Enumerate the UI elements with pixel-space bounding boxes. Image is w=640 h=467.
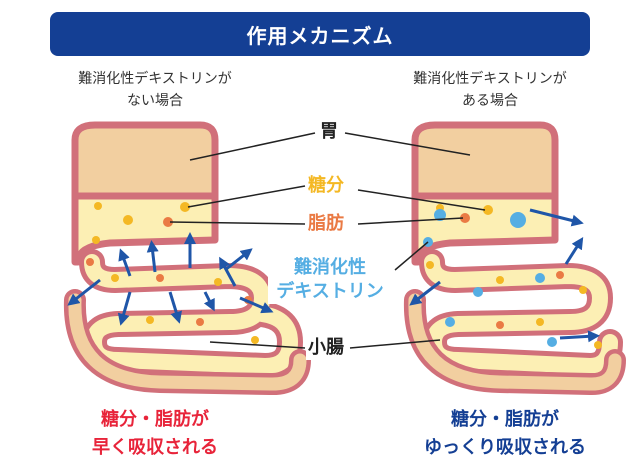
- intestine-leader-left: [209, 341, 306, 349]
- sugar-leader-right: [357, 189, 486, 211]
- sugar-dot: [594, 341, 602, 349]
- right-organ: [403, 121, 626, 395]
- left-particles: [86, 202, 259, 344]
- absorption-arrow: [409, 280, 441, 306]
- absorption-arrow: [559, 330, 600, 343]
- left-result-line1: 糖分・脂肪が: [101, 409, 209, 430]
- absorption-arrow: [529, 208, 584, 227]
- title-text: 作用メカニズム: [246, 23, 394, 48]
- right-arrows: [409, 208, 600, 343]
- left-caption: 難消化性デキストリンが ない場合: [40, 68, 270, 112]
- absorption-arrow: [67, 278, 101, 306]
- right-intestine-2-fill: [408, 293, 622, 391]
- right-result-line2: ゆっくり吸収される: [424, 437, 586, 458]
- absorption-arrow: [564, 236, 584, 265]
- sugar-dot: [536, 318, 544, 326]
- sugar-dot: [111, 274, 119, 282]
- dextrin-dot: [547, 337, 557, 347]
- left-result-line2: 早く吸収される: [92, 437, 218, 458]
- sugar-dot: [579, 286, 587, 294]
- left-caption-line2: ない場合: [127, 93, 183, 109]
- right-caption: 難消化性デキストリンが ある場合: [375, 68, 605, 112]
- fat-dot: [156, 274, 164, 282]
- small-intestine-label: 小腸: [306, 336, 346, 360]
- sugar-dot: [146, 316, 154, 324]
- dextrin-leader: [394, 241, 429, 271]
- right-intestine-1-fill: [424, 254, 618, 375]
- dextrin-dot: [434, 209, 446, 221]
- fat-dot: [496, 321, 504, 329]
- title-banner: 作用メカニズム: [50, 12, 590, 56]
- sugar-dot: [94, 202, 102, 210]
- intestine-leader-right: [349, 339, 441, 349]
- sugar-dot: [92, 236, 100, 244]
- absorption-arrow: [117, 291, 132, 326]
- right-caption-line2: ある場合: [462, 93, 518, 109]
- fat-dot: [86, 258, 94, 266]
- sugar-dot: [180, 202, 190, 212]
- sugar-label: 糖分: [306, 174, 346, 198]
- absorption-arrow: [219, 256, 237, 287]
- dextrin-dot: [535, 273, 545, 283]
- left-intestine-2-fill: [68, 293, 307, 391]
- fat-dot: [460, 213, 470, 223]
- absorption-arrow: [168, 291, 182, 324]
- sugar-dot: [214, 278, 222, 286]
- fat-dot: [163, 217, 173, 227]
- sugar-dot: [426, 261, 434, 269]
- absorption-arrow: [239, 296, 274, 314]
- dextrin-label-line1: 難消化性: [294, 257, 366, 278]
- dextrin-dot: [445, 317, 455, 327]
- fat-leader-left: [169, 221, 306, 225]
- right-result-line1: 糖分・脂肪が: [451, 409, 559, 430]
- left-arrows: [67, 232, 274, 326]
- right-result: 糖分・脂肪が ゆっくり吸収される: [390, 406, 620, 462]
- absorption-arrow: [146, 240, 159, 273]
- sugar-dot: [496, 276, 504, 284]
- left-caption-line1: 難消化性デキストリンが: [78, 71, 232, 87]
- dextrin-label-line2: デキストリン: [276, 281, 384, 302]
- stomach-leader-left: [189, 132, 316, 161]
- fat-dot: [196, 318, 204, 326]
- absorption-arrow: [203, 291, 215, 312]
- dextrin-label: 難消化性 デキストリン: [268, 256, 392, 304]
- stomach-label: 胃: [318, 120, 340, 144]
- left-stomach-lower: [71, 192, 219, 266]
- right-stomach: [411, 121, 559, 200]
- left-result: 糖分・脂肪が 早く吸収される: [40, 406, 270, 462]
- fat-label: 脂肪: [306, 212, 346, 236]
- stomach-leader-right: [344, 132, 471, 156]
- sugar-dot: [123, 215, 133, 225]
- fat-dot: [556, 271, 564, 279]
- sugar-dot: [483, 205, 493, 215]
- leader-lines: [169, 132, 486, 349]
- left-stomach: [71, 121, 219, 200]
- dextrin-dot: [473, 287, 483, 297]
- absorption-arrow: [118, 248, 132, 277]
- fat-leader-right: [357, 217, 464, 225]
- sugar-dot: [251, 336, 259, 344]
- dextrin-dot: [510, 212, 526, 228]
- sugar-leader-left: [187, 185, 306, 208]
- right-caption-line1: 難消化性デキストリンが: [413, 71, 567, 87]
